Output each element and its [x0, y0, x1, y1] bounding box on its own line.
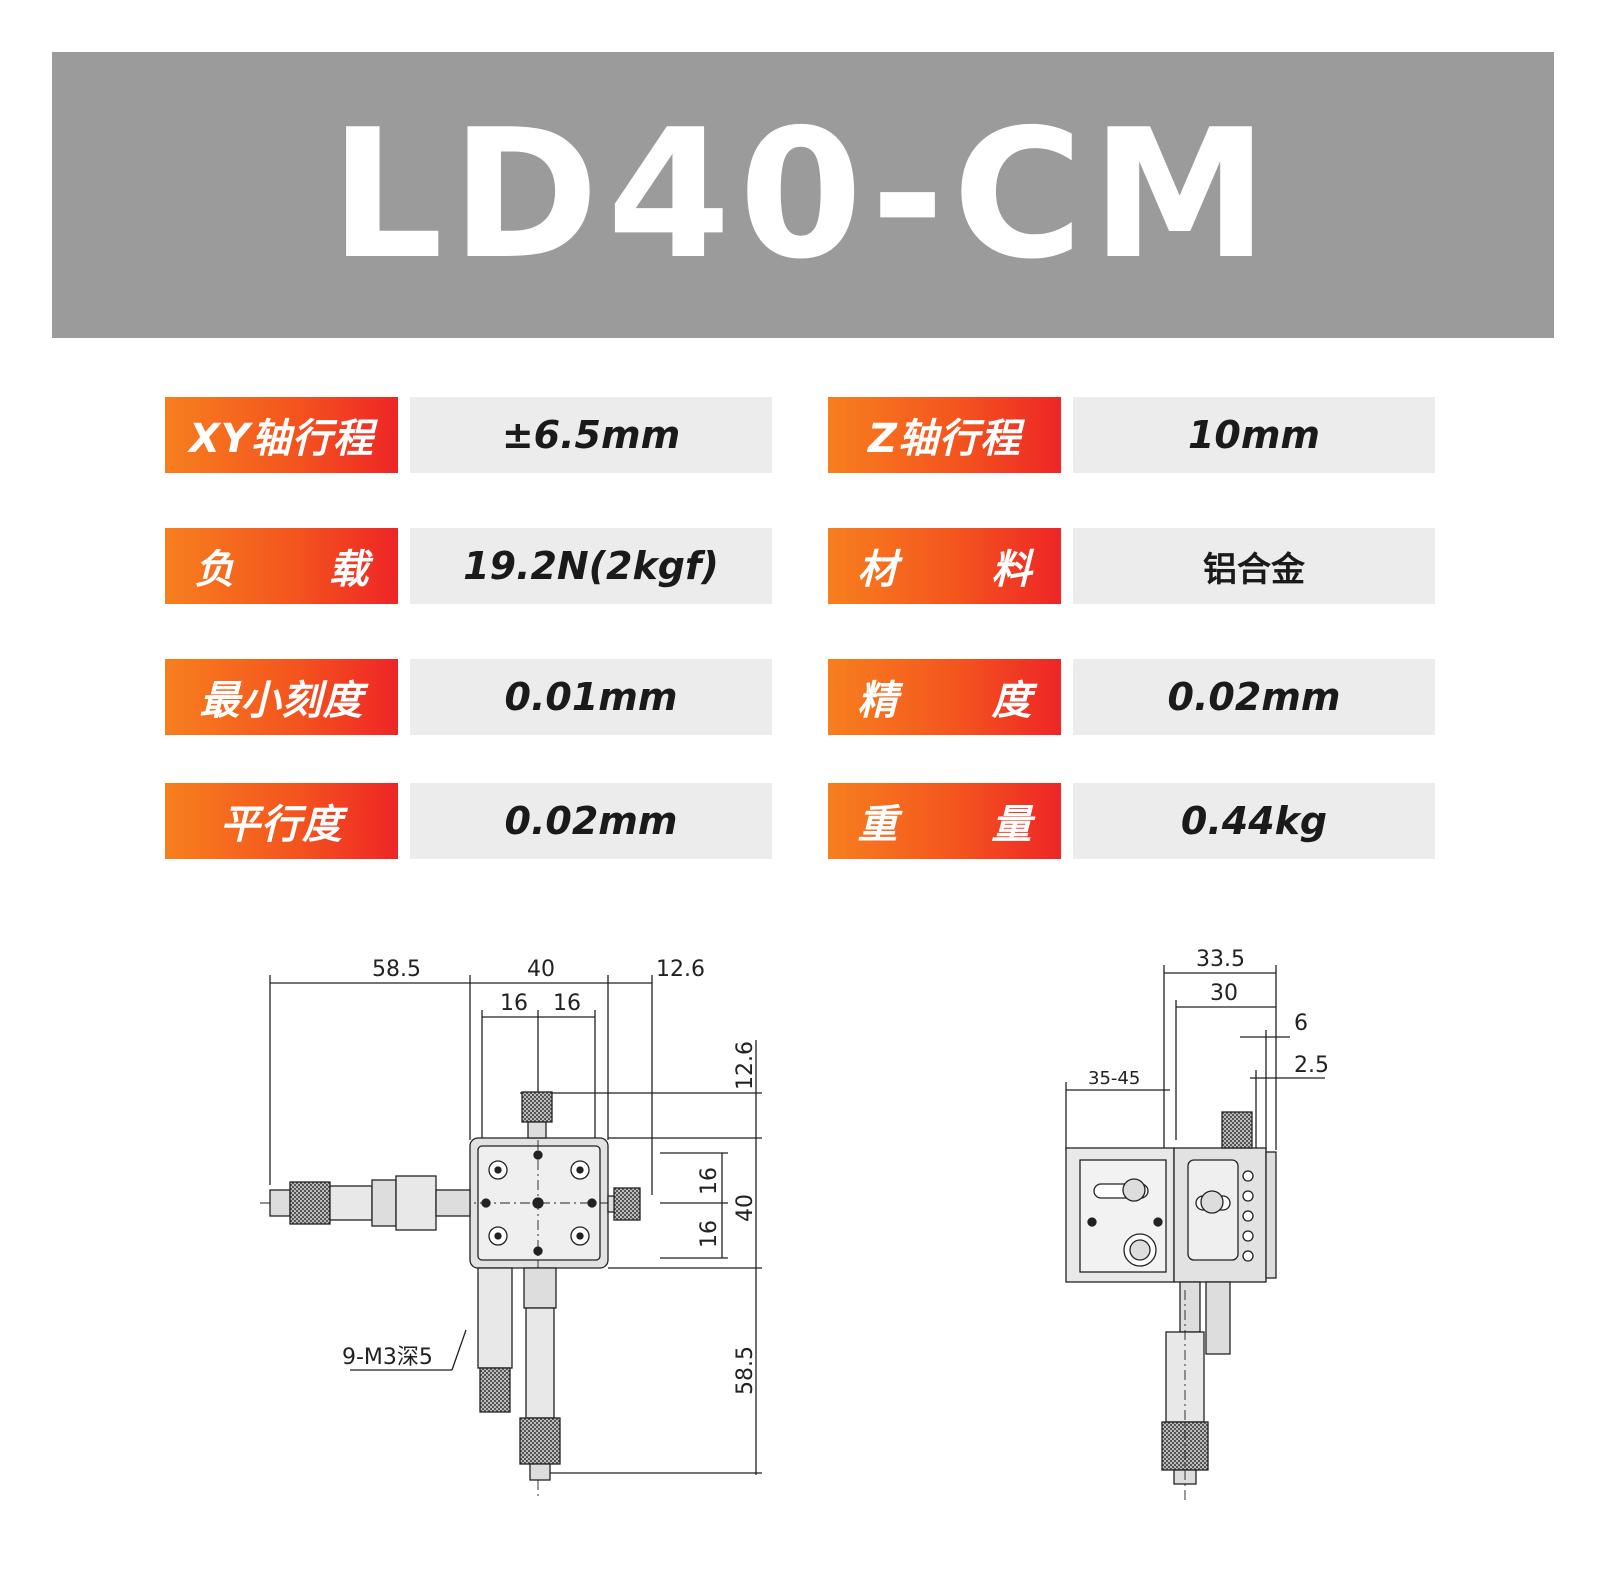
side-view [1065, 965, 1325, 1500]
dim-half-left: 16 [500, 991, 528, 1016]
spec-label-z-travel: Z轴行程 [828, 397, 1061, 473]
spec-value-material: 铝合金 [1073, 528, 1435, 604]
spec-value-accuracy: 0.02mm [1073, 659, 1435, 735]
dim-top-offset: 12.6 [733, 1041, 758, 1090]
spec-row-parallelism: 平行度 0.02mm [0, 783, 1600, 859]
title-banner: LD40-CM [52, 52, 1554, 338]
spec-label-min-scale: 最小刻度 [165, 659, 398, 735]
spec-row-xy-travel: XY轴行程 ±6.5mm [0, 397, 1600, 473]
spec-label-parallelism: 平行度 [165, 783, 398, 859]
spec-value-xy-travel: ±6.5mm [410, 397, 772, 473]
dim-side-overall: 33.5 [1196, 947, 1245, 972]
spec-value-parallelism: 0.02mm [410, 783, 772, 859]
dim-side-offset-6: 6 [1294, 1011, 1308, 1036]
dim-right-offset: 12.6 [656, 957, 705, 982]
dim-left-micrometer: 58.5 [372, 957, 421, 982]
spec-value-weight: 0.44kg [1073, 783, 1435, 859]
spec-row-z-travel: Z轴行程 10mm [0, 397, 1600, 473]
spec-value-min-scale: 0.01mm [410, 659, 772, 735]
spec-value-load: 19.2N(2kgf) [410, 528, 772, 604]
spec-label-accuracy: 精 度 [828, 659, 1061, 735]
product-title: LD40-CM [329, 91, 1277, 298]
dim-height: 40 [733, 1194, 758, 1222]
dim-z-range: 35-45 [1088, 1068, 1140, 1089]
dim-side-offset-2-5: 2.5 [1294, 1053, 1329, 1078]
dim-half-right: 16 [553, 991, 581, 1016]
dim-bottom-micrometer: 58.5 [733, 1346, 758, 1395]
spec-row-weight: 重 量 0.44kg [0, 783, 1600, 859]
hole-callout: 9-M3深5 [342, 1345, 433, 1370]
spec-row-min-scale: 最小刻度 0.01mm [0, 659, 1600, 735]
spec-label-weight: 重 量 [828, 783, 1061, 859]
spec-label-load: 负 载 [165, 528, 398, 604]
dim-top-width: 40 [527, 957, 555, 982]
top-view [260, 975, 762, 1500]
dim-hole-upper: 16 [697, 1167, 722, 1195]
spec-row-accuracy: 精 度 0.02mm [0, 659, 1600, 735]
spec-label-material: 材 料 [828, 528, 1061, 604]
spec-value-z-travel: 10mm [1073, 397, 1435, 473]
spec-row-load: 负 载 19.2N(2kgf) [0, 528, 1600, 604]
spec-row-material: 材 料 铝合金 [0, 528, 1600, 604]
dim-hole-lower: 16 [697, 1220, 722, 1248]
dim-side-width: 30 [1210, 981, 1238, 1006]
spec-label-xy-travel: XY轴行程 [165, 397, 398, 473]
technical-drawing: 58.5 40 16 16 12.6 12.6 16 16 40 58.5 9-… [260, 947, 1329, 1500]
